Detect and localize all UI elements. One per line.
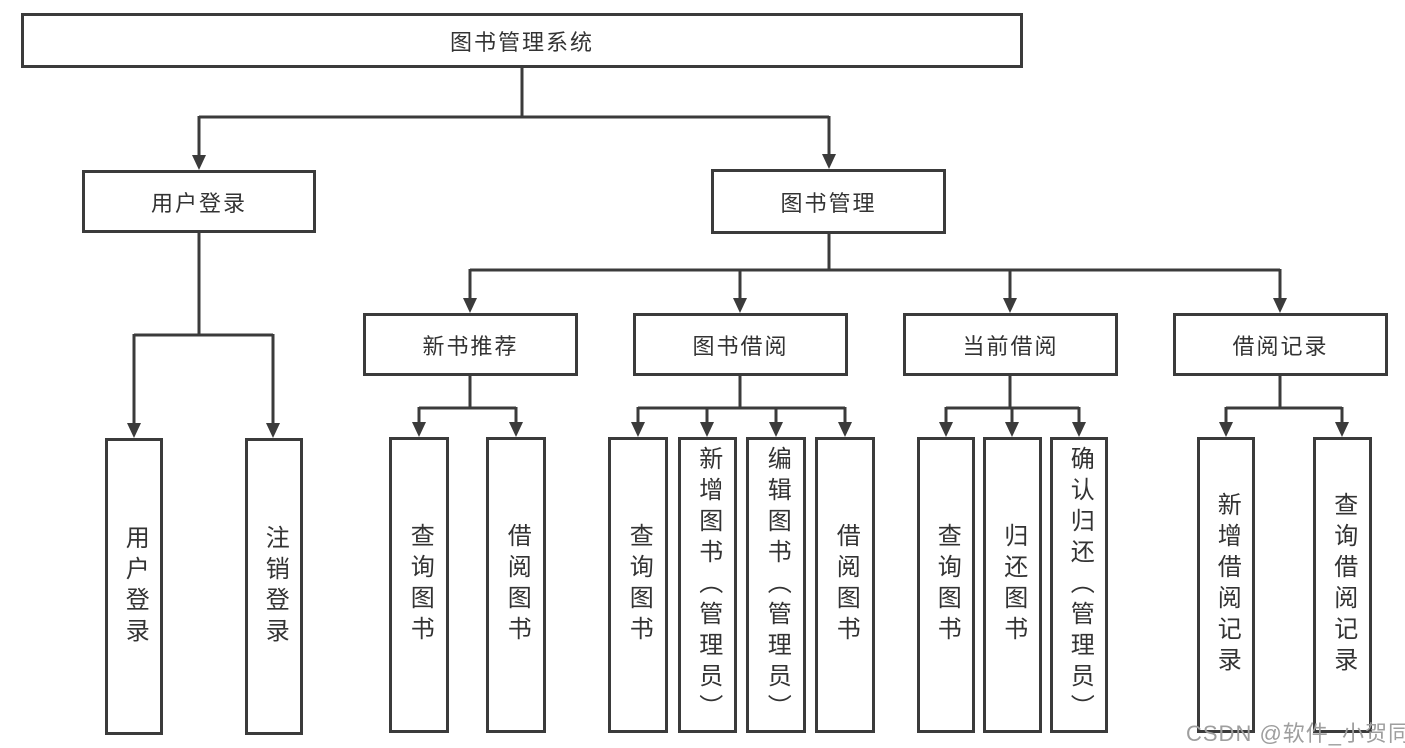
node-book-borrow: 图书借阅: [633, 313, 848, 376]
leaf-recommend-borrow-books-label: 借阅图书: [503, 523, 531, 647]
leaf-logout-label: 注销登录: [261, 524, 289, 649]
leaf-borrow-add-books-admin: 新增图书（管理员）: [678, 437, 737, 733]
leaf-records-query-record: 查询借阅记录: [1313, 437, 1372, 733]
leaf-borrow-query-books: 查询图书: [608, 437, 668, 733]
leaf-borrow-edit-books-admin-label: 编辑图书（管理员）: [763, 445, 791, 725]
node-user-login: 用户登录: [82, 170, 316, 233]
leaf-current-query-books: 查询图书: [917, 437, 975, 733]
leaf-borrow-add-books-admin-label: 新增图书（管理员）: [694, 445, 722, 725]
leaf-current-return-books-label: 归还图书: [999, 523, 1027, 647]
node-book-management-label: 图书管理: [780, 190, 877, 216]
node-new-book-recommend-label: 新书推荐: [422, 333, 519, 359]
csdn-watermark: CSDN @软件_小贺同学: [1186, 721, 1405, 746]
node-user-login-label: 用户登录: [150, 190, 247, 216]
leaf-recommend-query-books-label: 查询图书: [406, 523, 434, 647]
node-root-label: 图书管理系统: [449, 29, 594, 55]
leaf-logout: 注销登录: [245, 438, 303, 735]
node-book-borrow-label: 图书借阅: [692, 333, 789, 359]
node-current-borrow-label: 当前借阅: [962, 333, 1059, 359]
connector-line: [132, 68, 1344, 425]
node-new-book-recommend: 新书推荐: [363, 313, 578, 376]
node-root: 图书管理系统: [21, 13, 1023, 68]
arrow-down-icon: [127, 154, 1349, 438]
leaf-current-return-books: 归还图书: [983, 437, 1042, 733]
leaf-user-login: 用户登录: [105, 438, 163, 735]
leaf-records-query-record-label: 查询借阅记录: [1329, 492, 1357, 678]
leaf-recommend-query-books: 查询图书: [389, 437, 449, 733]
leaf-records-add-record: 新增借阅记录: [1197, 437, 1255, 733]
node-current-borrow: 当前借阅: [903, 313, 1118, 376]
node-borrow-records-label: 借阅记录: [1232, 333, 1329, 359]
leaf-borrow-query-books-label: 查询图书: [625, 523, 653, 647]
leaf-current-confirm-return-admin: 确认归还（管理员）: [1050, 437, 1108, 733]
leaf-current-confirm-return-admin-label: 确认归还（管理员）: [1066, 445, 1094, 725]
leaf-recommend-borrow-books: 借阅图书: [486, 437, 546, 733]
leaf-borrow-edit-books-admin: 编辑图书（管理员）: [746, 437, 806, 733]
leaf-current-query-books-label: 查询图书: [933, 523, 961, 647]
leaf-borrow-borrow-books-label: 借阅图书: [832, 523, 860, 647]
leaf-user-login-label: 用户登录: [121, 524, 149, 649]
leaf-records-add-record-label: 新增借阅记录: [1213, 492, 1241, 678]
leaf-borrow-borrow-books: 借阅图书: [815, 437, 875, 733]
node-borrow-records: 借阅记录: [1173, 313, 1388, 376]
node-book-management: 图书管理: [711, 169, 946, 234]
